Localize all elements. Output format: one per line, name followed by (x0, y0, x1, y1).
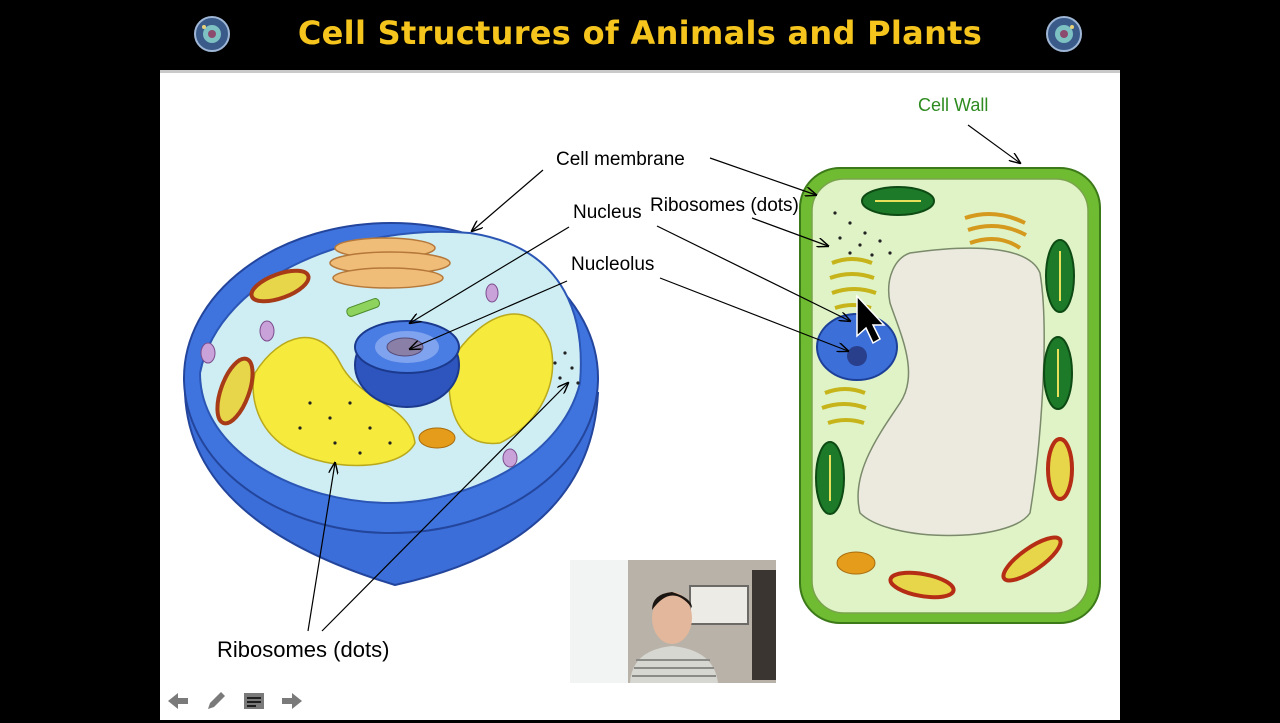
label-ribosomes-plant: Ribosomes (dots) (650, 195, 799, 216)
cell-logo-icon (194, 16, 230, 52)
plant-cell (799, 167, 1101, 624)
label-ribosomes-animal: Ribosomes (dots) (217, 637, 390, 662)
slide-menu-button[interactable] (241, 688, 267, 714)
notes-icon (244, 693, 264, 709)
next-slide-button[interactable] (279, 688, 305, 714)
cell-logo-icon (1046, 16, 1082, 52)
pen-tool-button[interactable] (203, 688, 229, 714)
pointer-lines (307, 124, 1020, 632)
animal-cell (183, 222, 600, 587)
next-arrow-icon (282, 693, 302, 709)
prev-slide-button[interactable] (165, 688, 191, 714)
pen-icon (208, 692, 225, 709)
cursor-icon (856, 294, 886, 345)
page-title: Cell Structures of Animals and Plants (297, 14, 983, 52)
label-cell-wall: Cell Wall (918, 95, 989, 115)
prev-arrow-icon (168, 693, 188, 709)
webcam-overlay (570, 560, 776, 683)
slide-canvas: Cell Wall Cell membrane Nucleus Ribosome… (160, 70, 1120, 720)
label-nucleolus: Nucleolus (571, 254, 655, 275)
title-bar: Cell Structures of Animals and Plants (160, 0, 1120, 70)
label-cell-membrane: Cell membrane (556, 149, 685, 170)
slide-navigation (165, 688, 305, 714)
label-nucleus: Nucleus (573, 202, 642, 223)
cell-diagram (183, 124, 1101, 632)
